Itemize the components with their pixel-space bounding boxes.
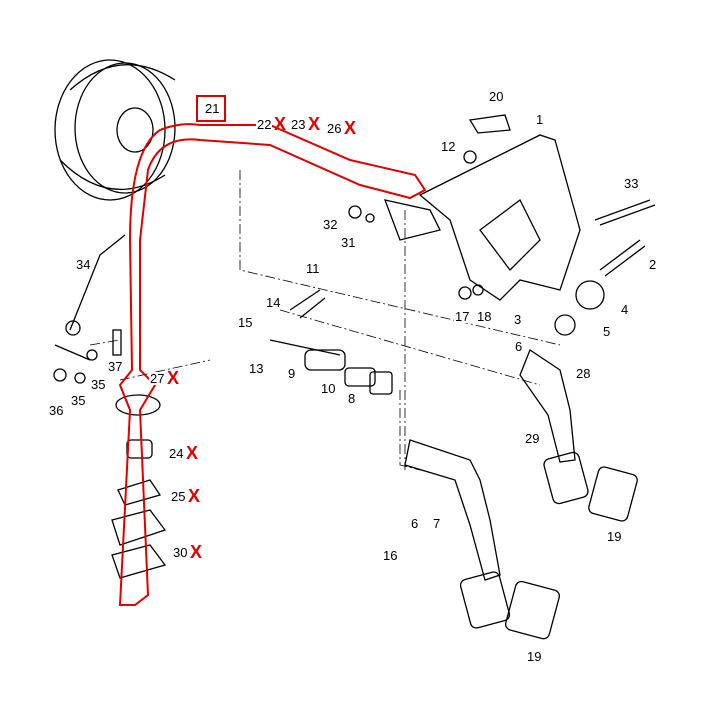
part-label-4: 4 (620, 302, 630, 317)
crossed-label-2: 23 (290, 117, 307, 132)
highlight-box-21 (196, 95, 226, 122)
crossed-label-7: 30 (172, 545, 189, 560)
part-label-21: 21 (204, 101, 221, 116)
line-art (53, 59, 656, 640)
part-label-8: 8 (347, 391, 357, 406)
part-label-9: 9 (287, 366, 297, 381)
part-label-34: 34 (75, 257, 92, 272)
part-label-35a: 35 (90, 377, 107, 392)
red-x-mark: X (167, 368, 180, 388)
part-label-15: 15 (237, 315, 254, 330)
clutch-cable-highlight (118, 123, 427, 606)
part-label-12: 12 (440, 139, 457, 154)
crossed-label-3: 26 (326, 121, 343, 136)
part-label-18: 18 (476, 309, 493, 324)
part-label-31: 31 (340, 235, 357, 250)
pushrod (289, 289, 326, 319)
part-label-7: 7 (432, 516, 442, 531)
red-x-mark: X (274, 114, 287, 134)
part-label-19b: 19 (526, 649, 543, 664)
red-x-mark: X (344, 118, 357, 138)
part-label-11: 11 (305, 261, 321, 276)
part-label-29: 29 (524, 431, 541, 446)
part-label-36: 36 (48, 403, 65, 418)
part-label-13: 13 (248, 361, 265, 376)
part-label-28: 28 (575, 366, 592, 381)
red-x-mark: X (188, 486, 201, 506)
crossed-label-5: 24 (168, 446, 185, 461)
part-label-33: 33 (623, 176, 640, 191)
red-x-mark: X (186, 443, 199, 463)
part-label-2: 2 (648, 257, 658, 272)
red-x-mark: X (190, 542, 203, 562)
part-label-20: 20 (488, 89, 505, 104)
crossed-label-4: 27 (149, 371, 166, 386)
part-label-35b: 35 (70, 393, 87, 408)
part-label-3: 3 (513, 312, 523, 327)
brake-pedal (519, 349, 576, 463)
part-label-16: 16 (382, 548, 399, 563)
part-label-19a: 19 (606, 529, 623, 544)
part-label-6b: 6 (410, 516, 420, 531)
brake-booster-drum (54, 59, 166, 201)
leader-lines (89, 170, 561, 471)
part-label-17: 17 (454, 309, 471, 324)
red-x-mark: X (308, 114, 321, 134)
pedal-bracket (418, 134, 581, 301)
part-label-5: 5 (602, 324, 612, 339)
part-label-10: 10 (320, 381, 337, 396)
crossed-label-1: 22 (256, 117, 273, 132)
part-label-1: 1 (535, 112, 545, 127)
clutch-pedal (404, 439, 501, 581)
part-label-14: 14 (265, 295, 282, 310)
part-label-6: 6 (514, 339, 524, 354)
part-label-37: 37 (107, 359, 124, 374)
part-label-32: 32 (322, 217, 339, 232)
crossed-label-6: 25 (170, 489, 187, 504)
